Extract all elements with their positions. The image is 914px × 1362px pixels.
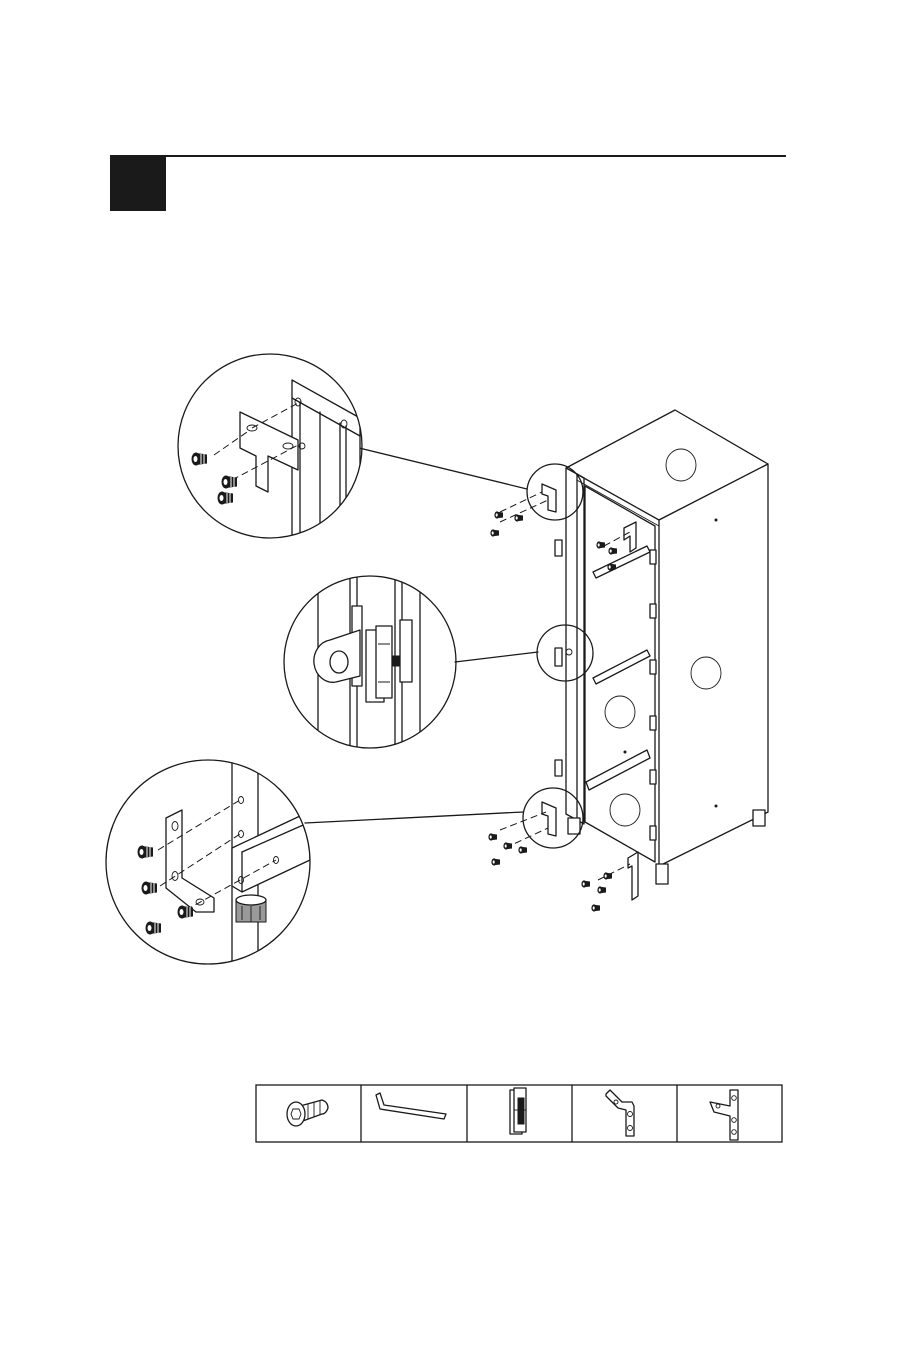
cabinet-illustration — [555, 410, 768, 884]
bottom-corner-bracket-detail — [106, 760, 310, 970]
step-number-badge — [110, 155, 166, 211]
magnetic-catch-icon — [510, 1088, 526, 1134]
parts-table — [256, 1085, 782, 1142]
top-corner-bracket-detail — [178, 354, 362, 560]
cabinet-fasteners — [488, 484, 638, 912]
magnetic-catch-detail — [284, 570, 456, 760]
